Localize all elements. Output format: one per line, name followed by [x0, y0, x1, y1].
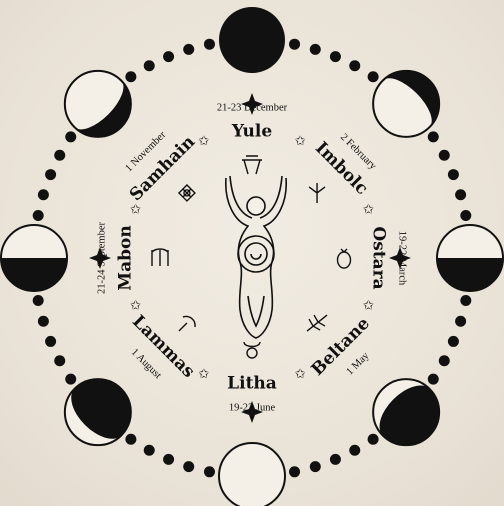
separator-star-icon: ✩	[130, 299, 141, 314]
orbit-dot	[33, 295, 44, 306]
orbit-dot	[163, 51, 174, 62]
branch-icon	[307, 315, 327, 331]
goddess-figure-icon	[226, 176, 286, 338]
orbit-dot	[204, 39, 215, 50]
orbit-dot	[439, 355, 450, 366]
last-quarter-icon	[1, 225, 67, 291]
orbit-dot	[439, 150, 450, 161]
festival-name-ostara: Ostara	[369, 226, 389, 289]
sickle-icon	[179, 316, 195, 331]
orbit-dot	[65, 131, 76, 142]
festival-date-yule: 21-23 December	[217, 102, 288, 113]
festival-name-mabon: Mabon	[116, 225, 136, 290]
festival-date-litha: 19-23 June	[229, 402, 276, 413]
orbit-dot	[460, 295, 471, 306]
orbit-dot	[330, 51, 341, 62]
orbit-dot	[163, 454, 174, 465]
sun-horns-icon	[244, 342, 260, 358]
orbit-dot	[183, 44, 194, 55]
orbit-dot	[349, 445, 360, 456]
first-quarter-icon	[437, 225, 503, 291]
wheat-icon	[152, 249, 168, 266]
festival-name-yule: Yule	[231, 122, 272, 142]
orbit-dot	[45, 169, 56, 180]
waning-crescent-icon	[65, 71, 145, 151]
egg-icon	[338, 249, 351, 268]
knot-icon	[179, 185, 195, 201]
separator-star-icon: ✩	[295, 367, 306, 382]
orbit-dot	[45, 336, 56, 347]
altar-icon	[242, 156, 262, 174]
orbit-dot	[144, 60, 155, 71]
orbit-dot	[428, 374, 439, 385]
full-moon-icon	[219, 443, 285, 506]
orbit-dot	[38, 316, 49, 327]
festival-date-mabon: 21-24 September	[96, 221, 107, 294]
separator-star-icon: ✩	[363, 202, 374, 217]
orbit-dot	[125, 71, 136, 82]
waxing-gibbous-icon	[370, 376, 453, 459]
orbit-dot	[455, 189, 466, 200]
orbit-dot	[289, 466, 300, 477]
orbit-dot	[349, 60, 360, 71]
separator-star-icon: ✩	[198, 134, 209, 149]
orbit-dot	[125, 434, 136, 445]
orbit-dot	[310, 44, 321, 55]
new-moon-icon	[219, 7, 285, 73]
orbit-dot	[289, 39, 300, 50]
separator-star-icon: ✩	[363, 299, 374, 314]
orbit-dot	[144, 445, 155, 456]
separator-star-icon: ✩	[295, 134, 306, 149]
orbit-dot	[310, 461, 321, 472]
festival-date-ostara: 19-22 March	[397, 231, 408, 286]
orbit-dot	[428, 131, 439, 142]
orbit-dot	[183, 461, 194, 472]
orbit-dot	[204, 466, 215, 477]
rune-icon	[309, 183, 325, 203]
orbit-dot	[54, 150, 65, 161]
orbit-dot	[368, 71, 379, 82]
orbit-dot	[38, 189, 49, 200]
waxing-crescent-icon	[373, 57, 453, 137]
orbit-dot	[448, 169, 459, 180]
festival-name-litha: Litha	[227, 374, 277, 394]
orbit-dot	[65, 374, 76, 385]
orbit-dot	[448, 336, 459, 347]
orbit-dot	[330, 454, 341, 465]
festival-name-lammas: Lammas	[128, 312, 198, 382]
orbit-dot	[455, 316, 466, 327]
orbit-dot	[368, 434, 379, 445]
orbit-dot	[33, 210, 44, 221]
festival-date-beltane: 1 May	[345, 350, 372, 377]
orbit-dot	[460, 210, 471, 221]
separator-star-icon: ✩	[198, 367, 209, 382]
orbit-dot	[54, 355, 65, 366]
